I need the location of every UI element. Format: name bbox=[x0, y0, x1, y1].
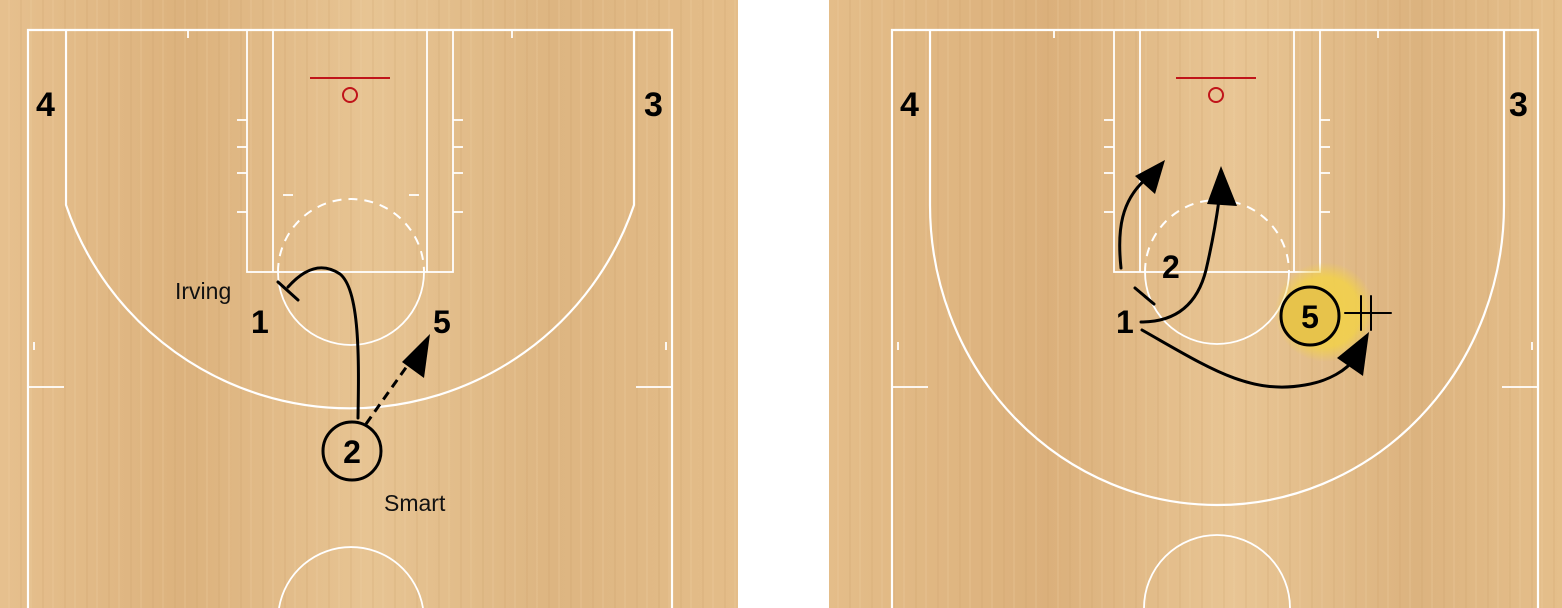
player-5: 5 bbox=[433, 304, 451, 340]
players: 4 3 1 5 2 Irving Smart bbox=[36, 86, 663, 516]
screen-marker bbox=[1133, 286, 1156, 306]
cut-path-1-right bbox=[1140, 328, 1357, 389]
cut-path-1-left bbox=[1118, 176, 1149, 270]
shot-marker bbox=[1344, 295, 1392, 331]
player-2: 2 bbox=[1162, 249, 1180, 285]
basket bbox=[310, 77, 390, 103]
player-3: 3 bbox=[644, 86, 663, 124]
play-movements bbox=[1118, 160, 1392, 389]
court-lines bbox=[26, 28, 674, 608]
ball-handler-circle bbox=[321, 420, 383, 482]
label-irving: Irving bbox=[175, 278, 231, 304]
player-1: 1 bbox=[1116, 304, 1134, 340]
cut-path-2-up bbox=[1139, 198, 1221, 324]
arrowhead-2-up bbox=[1207, 166, 1237, 206]
player-3: 3 bbox=[1509, 86, 1528, 124]
player-2-with-ball: 2 bbox=[321, 420, 383, 482]
player-2: 2 bbox=[343, 434, 361, 470]
court-panel-2: 4 3 1 2 5 bbox=[829, 0, 1562, 608]
ball-handler-circle bbox=[1279, 285, 1341, 347]
pass-arrowhead bbox=[402, 334, 430, 378]
player-4: 4 bbox=[36, 86, 55, 124]
court-grain bbox=[0, 0, 738, 608]
player-4: 4 bbox=[900, 86, 919, 124]
players: 4 3 1 2 5 bbox=[900, 86, 1528, 347]
screen-marker bbox=[276, 280, 300, 302]
label-smart: Smart bbox=[384, 490, 446, 516]
cut-path-2 bbox=[286, 266, 360, 420]
player-5-with-ball: 5 bbox=[1279, 285, 1341, 347]
court-lines bbox=[890, 28, 1540, 608]
player-5: 5 bbox=[1301, 299, 1319, 335]
play-movements bbox=[276, 266, 430, 425]
arrowhead-1-left bbox=[1135, 160, 1165, 194]
court-panel-1: 4 3 1 5 2 Irving Smart bbox=[0, 0, 738, 608]
basket bbox=[1176, 77, 1256, 103]
player-1: 1 bbox=[251, 304, 269, 340]
arrowhead-1-right bbox=[1337, 332, 1369, 376]
court-grain bbox=[829, 0, 1562, 608]
